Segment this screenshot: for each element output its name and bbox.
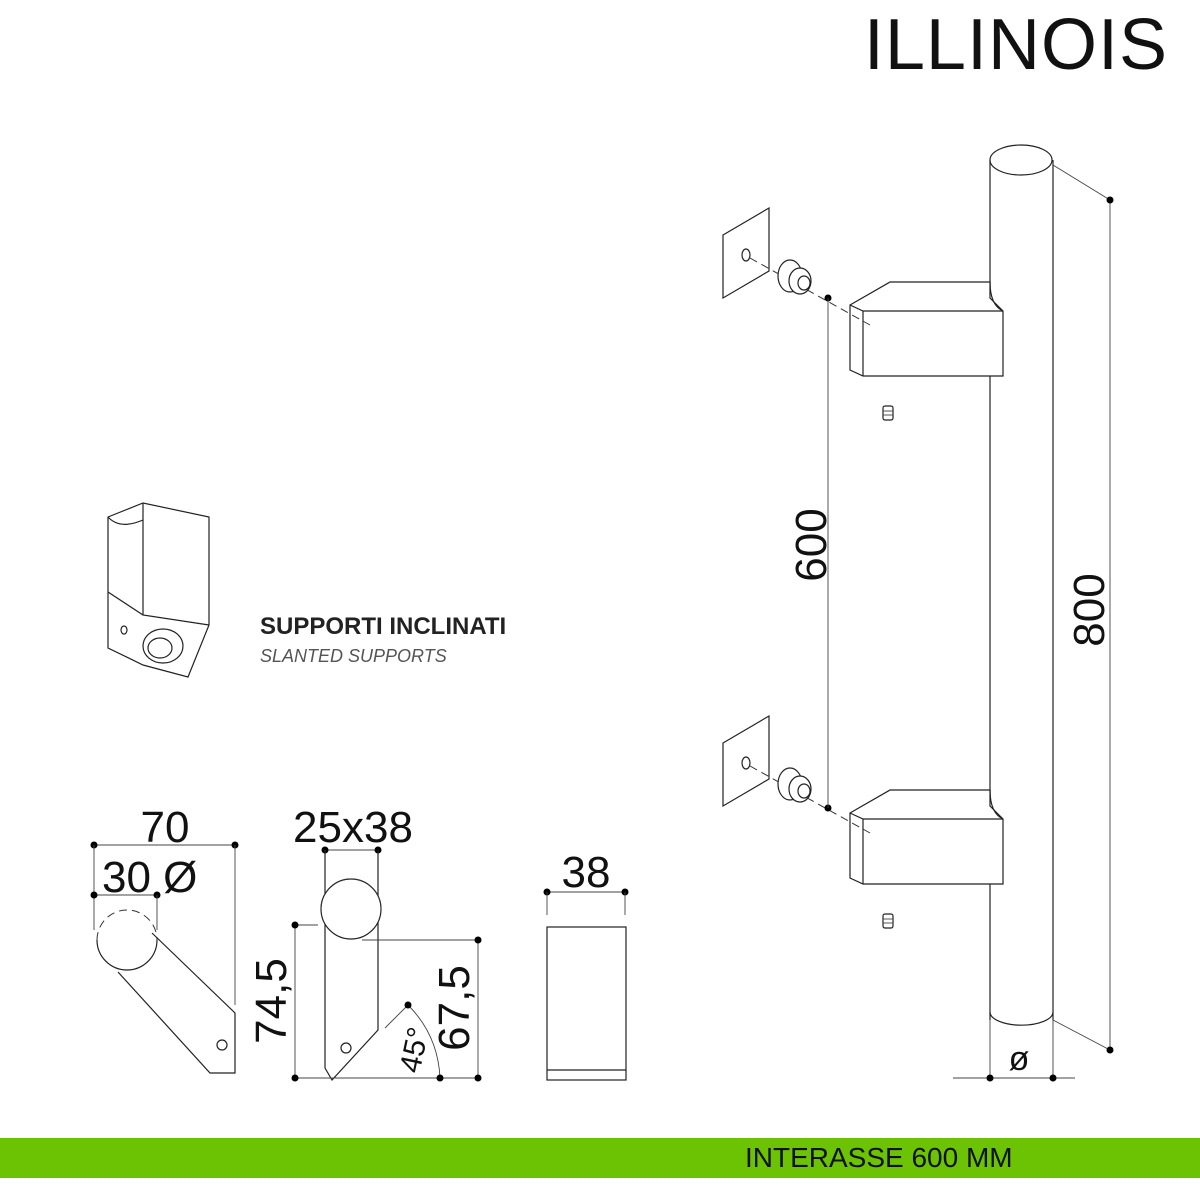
bracket-top	[849, 281, 1004, 377]
handle-assembly-drawing	[722, 144, 1114, 1082]
grub-screws	[882, 405, 894, 929]
interaxis-label: INTERASSE 600 MM	[745, 1142, 1013, 1173]
wall-plate-bottom	[722, 714, 871, 834]
dim-diameter: ø	[1009, 1040, 1030, 1078]
dim-70: 70	[141, 803, 190, 852]
dim-38: 38	[562, 848, 611, 897]
front-view-drawing	[291, 846, 482, 1082]
supports-title: SUPPORTI INCLINATI	[260, 613, 507, 640]
slanted-support-illustration	[107, 502, 210, 678]
wall-plate-top	[722, 206, 871, 326]
bracket-bottom	[849, 789, 1004, 885]
dim-30-diameter: 30 Ø	[102, 853, 197, 902]
end-view-drawing	[543, 888, 629, 1081]
dim-600: 600	[787, 508, 836, 581]
dim-67-5: 67,5	[430, 965, 479, 1051]
dim-25x38: 25x38	[293, 803, 413, 852]
product-title: ILLINOIS	[863, 5, 1168, 85]
footer-bar	[0, 1138, 1200, 1178]
side-view-drawing	[90, 841, 239, 1074]
supports-subtitle: SLANTED SUPPORTS	[260, 646, 447, 666]
dim-74-5: 74,5	[247, 958, 296, 1044]
dim-800: 800	[1065, 573, 1114, 646]
dim-angle-45: 45°	[394, 1024, 436, 1075]
